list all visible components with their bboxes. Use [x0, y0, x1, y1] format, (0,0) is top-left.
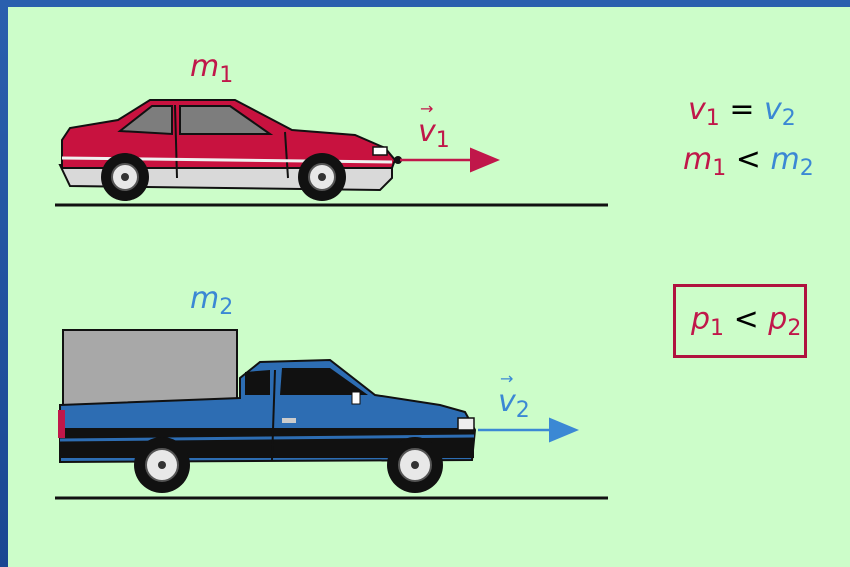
mass-symbol-2: m — [190, 281, 220, 316]
velocity-subscript-2: 2 — [515, 398, 530, 423]
relation-m-rhs: m — [770, 142, 800, 177]
relation-p-lhs: p — [691, 302, 711, 337]
velocity-label-truck: v2 — [498, 371, 530, 423]
relation-v-rhs: v — [764, 92, 782, 127]
relation-v-lhs: v — [688, 92, 706, 127]
mass-label-car: m1 — [190, 52, 233, 87]
mass-relation: m1 < m2 — [683, 145, 814, 180]
momentum-box — [673, 284, 807, 358]
velocity-symbol-1: v — [418, 101, 436, 147]
relation-p-lhs-sub: 1 — [710, 316, 725, 341]
mass-subscript-1: 1 — [219, 63, 234, 88]
mass-label-truck: m2 — [190, 284, 233, 319]
velocity-relation: v1 = v2 — [688, 95, 796, 130]
velocity-symbol-2: v — [498, 371, 516, 417]
pickup-truck-icon — [58, 329, 477, 493]
relation-m-lhs-sub: 1 — [712, 156, 727, 181]
relation-m-lhs: m — [683, 142, 713, 177]
sports-car-icon — [58, 99, 402, 201]
relation-v-op: = — [729, 92, 755, 127]
relation-v-rhs-sub: 2 — [781, 106, 796, 131]
relation-m-op: < — [735, 142, 761, 177]
velocity-subscript-1: 1 — [435, 128, 450, 153]
relation-m-rhs-sub: 2 — [799, 156, 814, 181]
mass-subscript-2: 2 — [219, 295, 234, 320]
momentum-relation: p1 < p2 — [691, 305, 801, 340]
relation-v-lhs-sub: 1 — [705, 106, 720, 131]
mass-symbol-1: m — [190, 49, 220, 84]
relation-p-op: < — [733, 302, 759, 337]
velocity-label-car: v1 — [418, 101, 450, 153]
relation-p-rhs-sub: 2 — [787, 316, 802, 341]
relation-p-rhs: p — [768, 302, 788, 337]
